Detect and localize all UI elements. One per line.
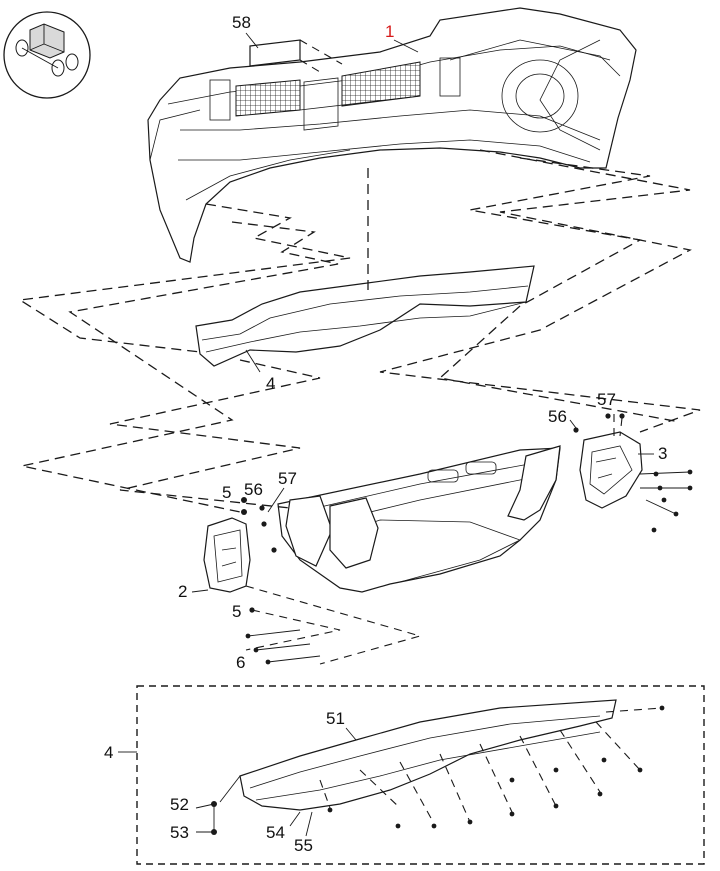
- callout-bolt-lower: 5: [232, 602, 241, 621]
- callout-detail-bolt: 52: [170, 795, 189, 814]
- air-deflector: [195, 265, 535, 367]
- fasteners: [241, 413, 693, 665]
- left-bracket: [203, 517, 251, 593]
- callout-detail-deflector: 51: [326, 709, 345, 728]
- callout-deflector: 4: [266, 374, 275, 393]
- front-fascia: [147, 7, 637, 263]
- callout-detail-clip: 54: [266, 823, 285, 842]
- impact-bar: [277, 445, 561, 593]
- callout-fascia: 1: [385, 22, 394, 41]
- detail-box: [132, 685, 705, 865]
- vehicle-front-view-icon: [3, 11, 91, 99]
- callout-bolt-upper: 5: [222, 483, 231, 502]
- callout-bracket-right: 3: [658, 444, 667, 463]
- alignment-lines: [18, 149, 701, 665]
- callout-bolt-side: 6: [236, 653, 245, 672]
- grille-label-part: [245, 32, 343, 73]
- callout-nut-right: 56: [548, 407, 567, 426]
- callout-detail-ref: 4: [104, 743, 113, 762]
- callout-labels: 1 58 4 57 56 3 5 56 57 2 5 6 4 51 52 53 …: [104, 13, 667, 855]
- callout-clip-right: 57: [597, 390, 616, 409]
- callout-clip-left: 57: [278, 469, 297, 488]
- callout-detail-nut: 55: [294, 836, 313, 855]
- callout-bracket-left: 2: [178, 582, 187, 601]
- right-bracket: [579, 431, 643, 509]
- callout-nut-left: 56: [244, 480, 263, 499]
- callout-grille-label: 58: [232, 13, 251, 32]
- callout-detail-retainer: 53: [170, 823, 189, 842]
